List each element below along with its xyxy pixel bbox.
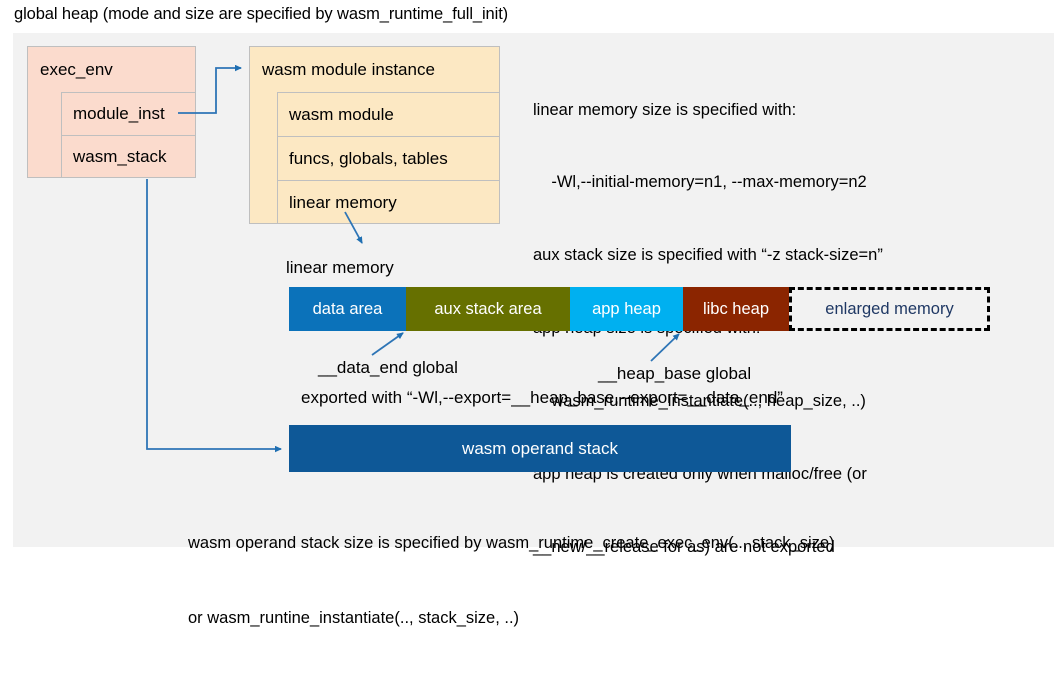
page-title: global heap (mode and size are specified… xyxy=(14,5,509,23)
note-line: or wasm_runtine_instantiate(.., stack_si… xyxy=(188,609,520,627)
linear-memory-bar: data area aux stack area app heap libc h… xyxy=(289,287,990,331)
memory-segment-data-area[interactable]: data area xyxy=(289,287,406,331)
memory-segment-aux-stack-area[interactable]: aux stack area xyxy=(406,287,570,331)
memory-config-notes: linear memory size is specified with: -W… xyxy=(533,49,1033,608)
annotation-data-end: __data_end global xyxy=(318,358,458,377)
wasm-operand-stack-bar[interactable]: wasm operand stack xyxy=(289,425,791,472)
field-linear-memory[interactable]: linear memory xyxy=(277,180,499,224)
annotation-exported: exported with “-Wl,--export=__heap_base,… xyxy=(301,388,783,407)
wasm-module-instance-fields: wasm module funcs, globals, tables linea… xyxy=(277,92,499,224)
exec-env-fields: module_inst wasm_stack xyxy=(61,92,195,178)
memory-segment-libc-heap[interactable]: libc heap xyxy=(683,287,789,331)
wasm-module-instance-title: wasm module instance xyxy=(262,59,435,79)
exec-env-title: exec_env xyxy=(40,59,113,79)
memory-segment-enlarged-memory[interactable]: enlarged memory xyxy=(789,287,990,331)
note-line: linear memory size is specified with: xyxy=(533,100,797,119)
memory-segment-app-heap[interactable]: app heap xyxy=(570,287,683,331)
annotation-heap-base: __heap_base global xyxy=(598,364,752,383)
exec-env-field-module-inst[interactable]: module_inst xyxy=(61,92,195,135)
note-line: aux stack size is specified with “-z sta… xyxy=(533,246,883,265)
operand-stack-notes: wasm operand stack size is specified by … xyxy=(188,481,835,681)
exec-env-box[interactable]: exec_env module_inst wasm_stack xyxy=(27,46,196,178)
linear-memory-label: linear memory xyxy=(286,258,394,277)
field-funcs-globals-tables[interactable]: funcs, globals, tables xyxy=(277,136,499,180)
note-line: wasm operand stack size is specified by … xyxy=(188,534,835,552)
note-line: -Wl,--initial-memory=n1, --max-memory=n2 xyxy=(533,173,867,192)
exec-env-field-wasm-stack[interactable]: wasm_stack xyxy=(61,135,195,178)
diagram-canvas: global heap (mode and size are specified… xyxy=(13,5,1054,627)
note-line: wasm_runtime_instantiate(.., heap_size, … xyxy=(533,392,866,411)
wasm-module-instance-box[interactable]: wasm module instance wasm module funcs, … xyxy=(249,46,500,224)
field-wasm-module[interactable]: wasm module xyxy=(277,92,499,136)
